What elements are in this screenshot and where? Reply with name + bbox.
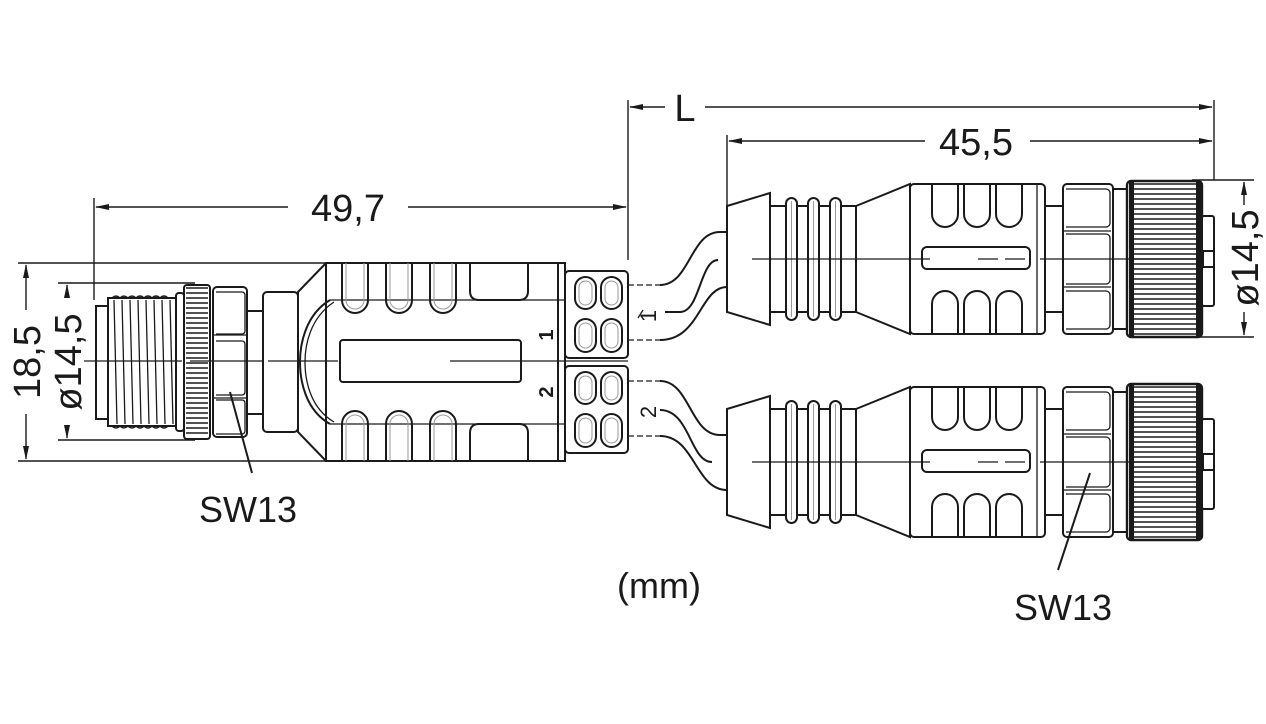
dimension-plug-diameter: ø14,5 (48, 282, 195, 441)
body-rib (385, 410, 413, 461)
grip-rib (995, 387, 1023, 431)
cable-branch-2: 2 (628, 380, 728, 491)
plug-collar (262, 291, 299, 433)
cable-branch-1: 1 (628, 231, 728, 341)
m12-socket-connector-1 (726, 179, 1215, 339)
outlet-slot (574, 318, 597, 353)
grip-rib (963, 493, 991, 537)
outlet-slot (600, 371, 623, 405)
outlet-slot (574, 371, 597, 405)
leader-line-plug-sw13 (229, 391, 253, 474)
body-slot (469, 263, 529, 301)
body-slot (469, 423, 529, 461)
dimension-socket-diameter: ø14,5 (1192, 179, 1266, 338)
port-label-1: 1 (536, 329, 558, 340)
units-label: (mm) (617, 565, 701, 606)
splitter-outlet-2 (564, 365, 629, 454)
socket-label-plate (921, 449, 1031, 473)
grip-rib (963, 387, 991, 431)
grip-rib (995, 493, 1023, 537)
outlet-slot (600, 318, 623, 353)
plug-hex-nut (212, 286, 264, 438)
grip-rib (931, 387, 959, 431)
dimension-label-socket-diameter: ø14,5 (1225, 209, 1266, 306)
dimension-label-18-5: 18,5 (7, 325, 49, 399)
body-rib (385, 263, 413, 314)
body-rib (341, 263, 369, 314)
grip-rib (931, 290, 959, 334)
grip-rib (995, 290, 1023, 334)
m12-socket-connector-2 (726, 382, 1215, 542)
plug-knurled-nut (183, 284, 211, 440)
splitter-outlet-1 (564, 270, 629, 359)
m12-plug-connector: 1 2 (84, 262, 629, 462)
dimension-socket-length: 45,5 (726, 122, 1213, 210)
grip-rib (963, 290, 991, 334)
plug-thread (95, 292, 185, 432)
dimension-label-49-7: 49,7 (311, 188, 385, 230)
dimension-plug-height: 18,5 (7, 262, 330, 462)
socket-strain-relief (726, 394, 771, 530)
splitter-body (297, 262, 566, 462)
body-rib (341, 410, 369, 461)
dimension-label-45-5: 45,5 (939, 122, 1013, 164)
outlet-slot (574, 413, 597, 448)
body-rib (429, 263, 457, 314)
dimension-label-L: L (674, 88, 695, 130)
wire-label-1: 1 (636, 310, 661, 322)
grip-rib (931, 493, 959, 537)
socket-label-plate (921, 246, 1031, 270)
outlet-slot (574, 276, 597, 310)
grip-rib (931, 184, 959, 228)
grip-rib (995, 184, 1023, 228)
outlet-slot (600, 413, 623, 448)
dimension-label-plug-diameter: ø14,5 (48, 313, 90, 410)
wire-label-2: 2 (636, 406, 661, 418)
body-rib (429, 410, 457, 461)
dimension-total-length: L (627, 88, 1215, 260)
port-label-2: 2 (536, 386, 558, 397)
wrench-size-plug: SW13 (199, 489, 297, 530)
grip-rib (963, 184, 991, 228)
leader-line-socket-sw13 (1057, 472, 1091, 571)
socket-strain-relief (726, 191, 771, 327)
wrench-size-socket: SW13 (1014, 587, 1112, 628)
outlet-slot (600, 276, 623, 310)
